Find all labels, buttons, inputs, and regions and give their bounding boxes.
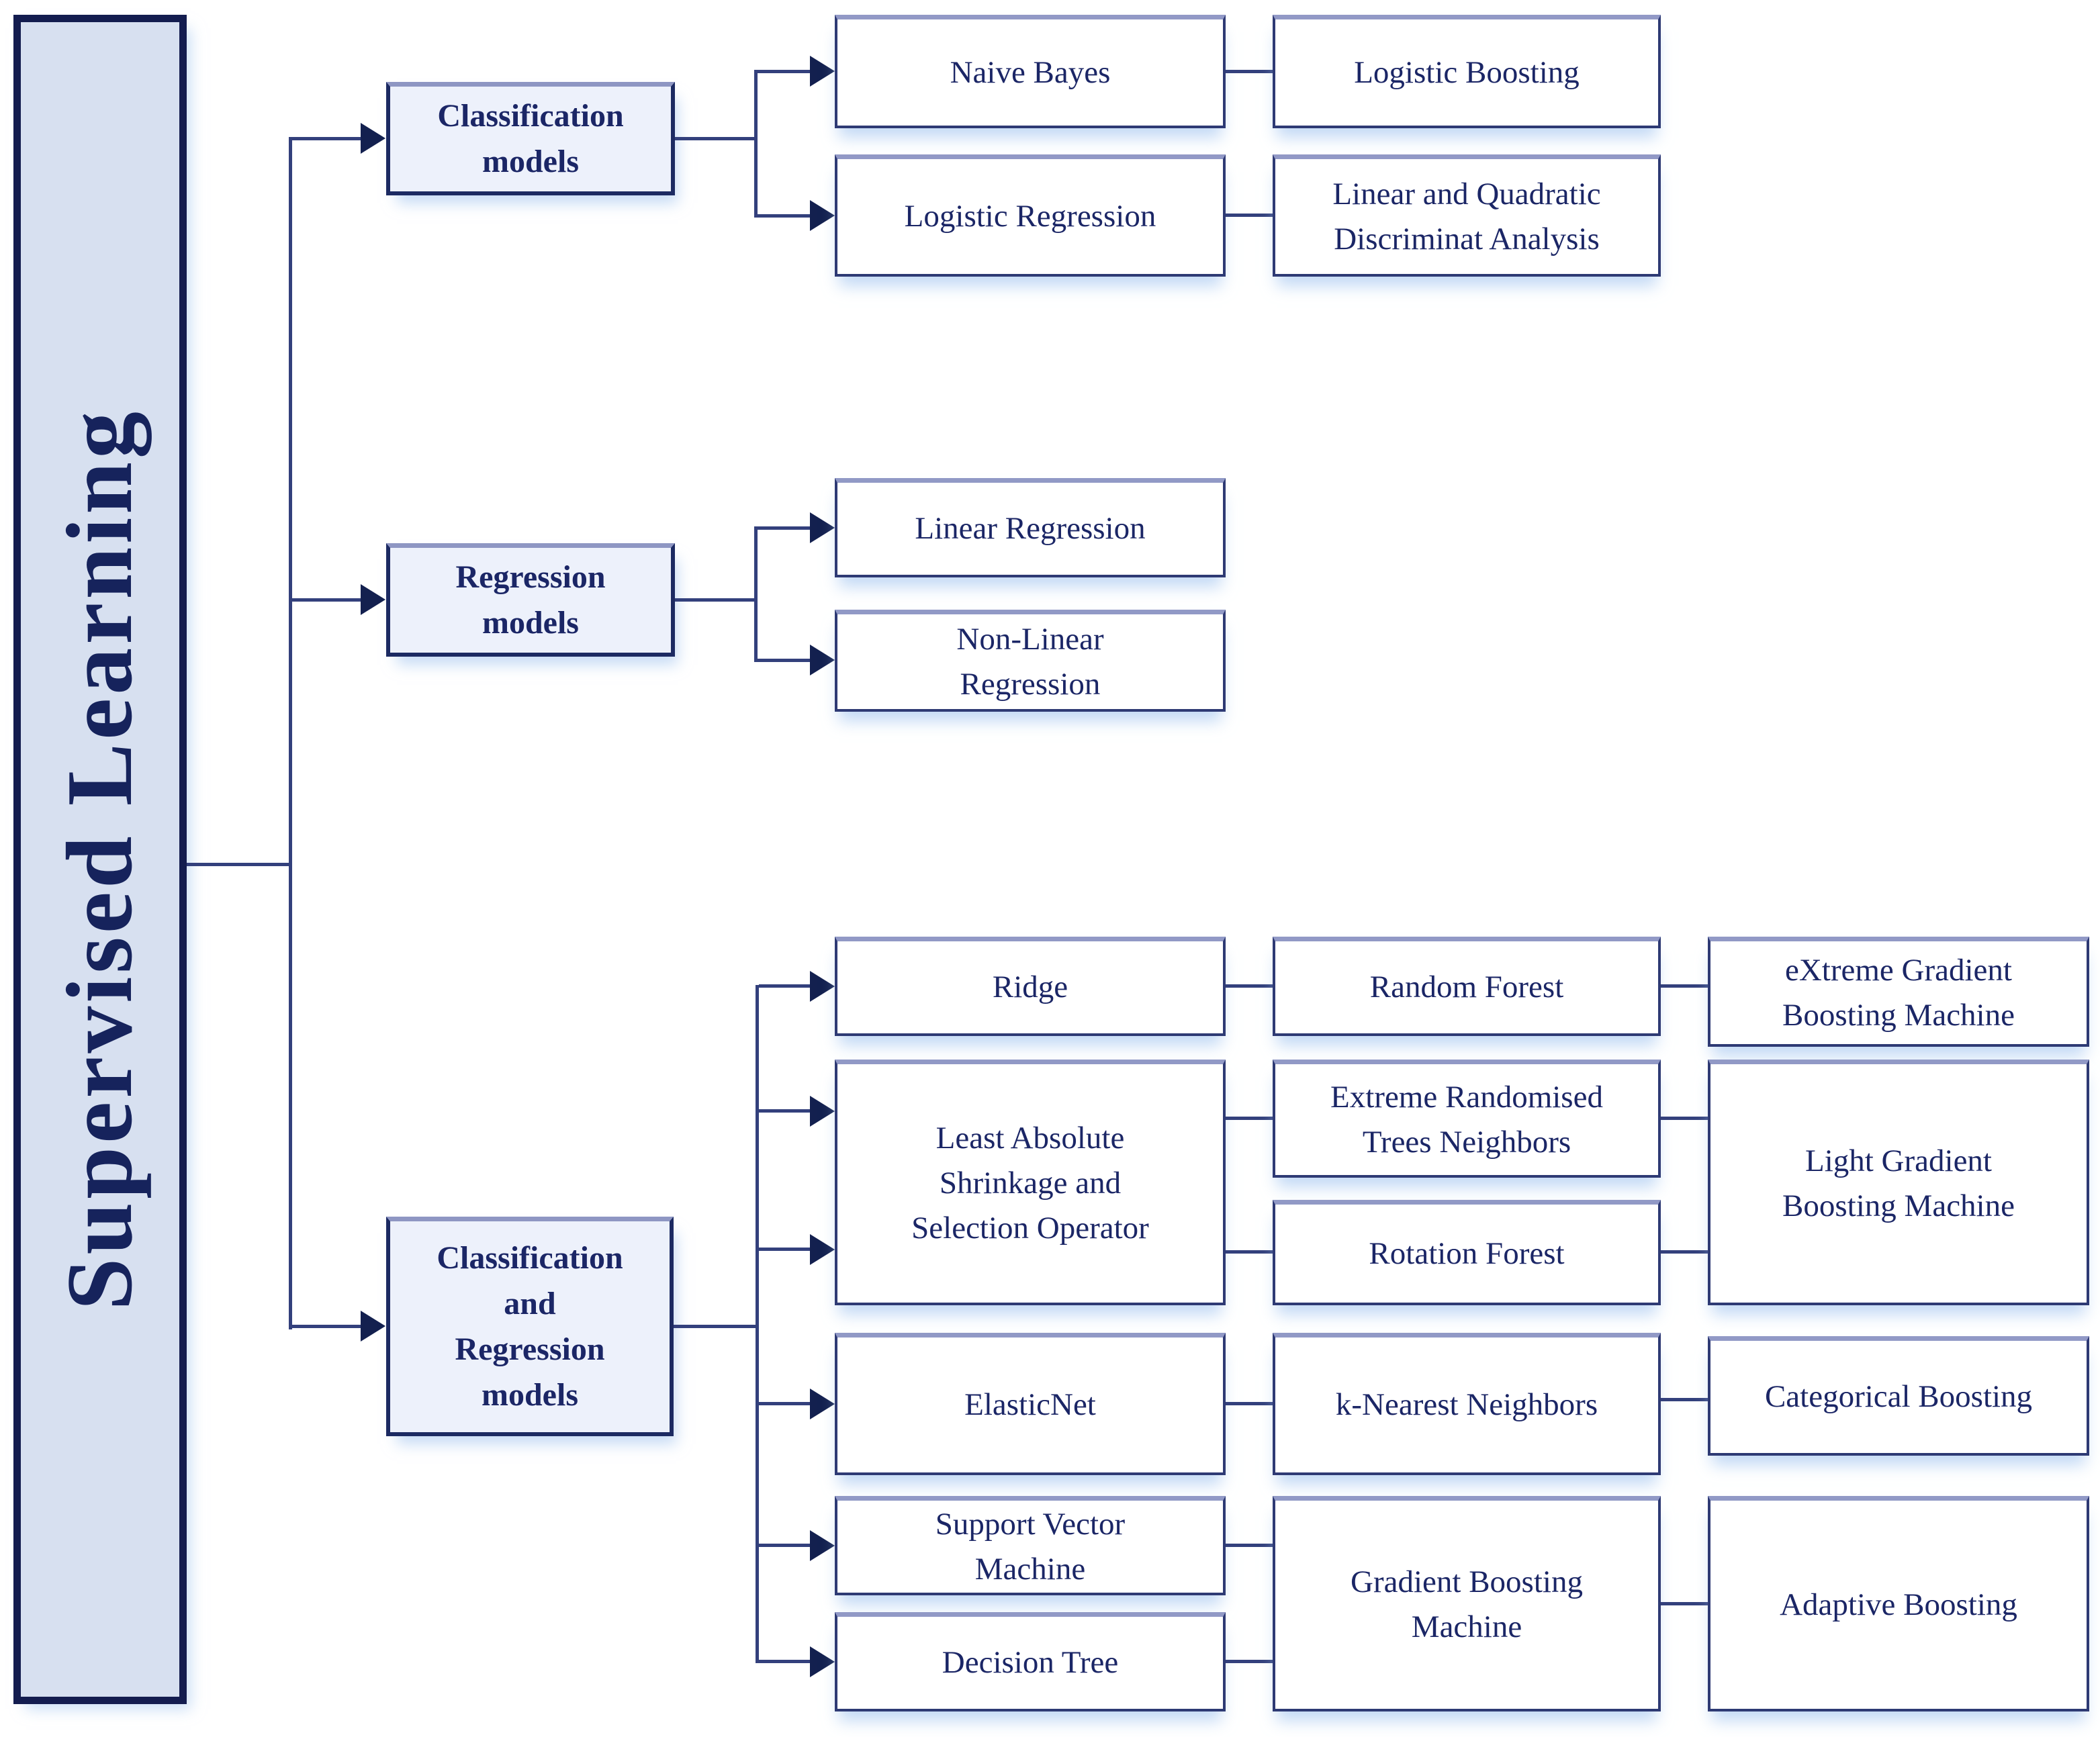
regression-models-label: Regression models (455, 559, 606, 641)
non-linear-regression-label: Non-Linear Regression (956, 621, 1104, 702)
edge-classreg-svm-arrowhead (810, 1530, 835, 1561)
node-k-nearest-neighbors: k-Nearest Neighbors (1273, 1333, 1661, 1475)
edge-classreg-decisiontree-arrowhead (810, 1646, 835, 1677)
root-label: Supervised Learning (47, 408, 152, 1311)
edge-root-classreg-line (292, 1325, 361, 1328)
node-extreme-randomised-trees-neighbors: Extreme Randomised Trees Neighbors (1273, 1060, 1661, 1178)
extreme-gradient-boosting-machine-label: eXtreme Gradient Boosting Machine (1782, 952, 2015, 1033)
node-light-gradient-boosting-machine: Light Gradient Boosting Machine (1708, 1060, 2089, 1305)
edge-classreg-decisiontree-line (759, 1660, 811, 1663)
node-elasticnet: ElasticNet (835, 1333, 1226, 1475)
support-vector-machine-label: Support Vector Machine (935, 1506, 1126, 1587)
edge-classreg-lasso-lower-arrowhead (810, 1234, 835, 1265)
node-linear-quadratic-discriminant-analysis: Linear and Quadratic Discriminat Analysi… (1273, 154, 1661, 277)
edge-root-trunk-v (289, 137, 292, 1329)
linear-quadratic-discriminant-analysis-label: Linear and Quadratic Discriminat Analysi… (1332, 176, 1601, 256)
node-classification-and-regression-models: Classification and Regression models (386, 1217, 674, 1436)
edge-classification-logreg-arrowhead (810, 200, 835, 231)
edge-svm-gbm-line (1226, 1544, 1273, 1547)
edge-regression-nonlinreg-arrowhead (810, 645, 835, 675)
edge-ridge-randomforest-line (1226, 984, 1273, 988)
decision-tree-label: Decision Tree (942, 1645, 1119, 1681)
elasticnet-label: ElasticNet (964, 1387, 1096, 1423)
light-gradient-boosting-machine-label: Light Gradient Boosting Machine (1782, 1143, 2015, 1223)
edge-classreg-lasso-lower-line (759, 1248, 811, 1251)
edge-classreg-trunk-v (756, 985, 759, 1663)
edge-classreg-lasso-upper-line (759, 1109, 811, 1113)
node-support-vector-machine: Support Vector Machine (835, 1496, 1226, 1595)
rotation-forest-label: Rotation Forest (1369, 1235, 1565, 1271)
edge-classification-trunk-v (754, 70, 758, 218)
edge-classification-trunk-h (675, 137, 758, 140)
edge-regression-linreg-arrowhead (810, 512, 835, 543)
edge-classreg-elasticnet-arrowhead (810, 1389, 835, 1419)
node-adaptive-boosting: Adaptive Boosting (1708, 1496, 2089, 1711)
classification-models-label: Classification models (437, 97, 624, 179)
edge-logreg-lqda-line (1226, 214, 1273, 217)
edge-ert-lgbm-line (1661, 1117, 1708, 1120)
edge-root-classreg-arrowhead (361, 1311, 385, 1342)
edge-regression-linreg-line (758, 526, 811, 530)
classification-and-regression-models-label: Classification and Regression models (437, 1239, 623, 1413)
edge-naivebayes-logboost-line (1226, 70, 1273, 73)
node-naive-bayes: Naive Bayes (835, 15, 1226, 128)
lasso-label: Least Absolute Shrinkage and Selection O… (911, 1121, 1149, 1246)
edge-classification-logreg-line (758, 214, 811, 218)
node-random-forest: Random Forest (1273, 937, 1661, 1036)
node-logistic-regression: Logistic Regression (835, 154, 1226, 277)
node-classification-models: Classification models (386, 82, 675, 195)
edge-elasticnet-knn-line (1226, 1402, 1273, 1405)
edge-root-classification-line (292, 137, 361, 140)
edge-root-regression-arrowhead (361, 584, 385, 615)
edge-gbm-adaboost-line (1661, 1602, 1708, 1605)
adaptive-boosting-label: Adaptive Boosting (1780, 1587, 2017, 1622)
node-non-linear-regression: Non-Linear Regression (835, 610, 1226, 712)
edge-regression-trunk-h (675, 598, 758, 602)
edge-classreg-trunk-h (674, 1325, 759, 1328)
edge-classification-naivebayes-line (758, 70, 811, 73)
edge-rotationforest-lgbm-line (1661, 1250, 1708, 1254)
node-ridge: Ridge (835, 937, 1226, 1036)
node-extreme-gradient-boosting-machine: eXtreme Gradient Boosting Machine (1708, 937, 2089, 1047)
edge-lasso-rotationforest-line (1226, 1250, 1273, 1254)
linear-regression-label: Linear Regression (915, 511, 1146, 547)
edge-classreg-ridge-arrowhead (810, 971, 835, 1002)
ridge-label: Ridge (992, 970, 1068, 1005)
edge-classreg-elasticnet-line (759, 1402, 811, 1405)
gradient-boosting-machine-label: Gradient Boosting Machine (1351, 1564, 1583, 1644)
categorical-boosting-label: Categorical Boosting (1764, 1379, 2033, 1415)
node-rotation-forest: Rotation Forest (1273, 1200, 1661, 1305)
node-gradient-boosting-machine: Gradient Boosting Machine (1273, 1496, 1661, 1711)
k-nearest-neighbors-label: k-Nearest Neighbors (1335, 1387, 1598, 1423)
edge-root-regression-line (292, 598, 361, 602)
node-supervised-learning: Supervised Learning (13, 15, 187, 1704)
edge-classification-naivebayes-arrowhead (810, 56, 835, 87)
edge-knn-catboost-line (1661, 1398, 1708, 1401)
edge-classreg-svm-line (759, 1544, 811, 1547)
edge-decisiontree-gbm-line (1226, 1660, 1273, 1663)
edge-classreg-lasso-upper-arrowhead (810, 1096, 835, 1127)
extreme-randomised-trees-neighbors-label: Extreme Randomised Trees Neighbors (1330, 1079, 1603, 1160)
naive-bayes-label: Naive Bayes (950, 54, 1111, 90)
logistic-boosting-label: Logistic Boosting (1354, 54, 1580, 90)
logistic-regression-label: Logistic Regression (904, 199, 1156, 234)
node-decision-tree: Decision Tree (835, 1612, 1226, 1711)
edge-root-trunk-h (187, 863, 292, 866)
edge-randomforest-xgbm-line (1661, 984, 1708, 988)
edge-classreg-ridge-line (759, 984, 811, 988)
node-lasso: Least Absolute Shrinkage and Selection O… (835, 1060, 1226, 1305)
random-forest-label: Random Forest (1369, 970, 1564, 1005)
node-categorical-boosting: Categorical Boosting (1708, 1336, 2089, 1456)
node-logistic-boosting: Logistic Boosting (1273, 15, 1661, 128)
node-linear-regression: Linear Regression (835, 478, 1226, 577)
edge-lasso-ert-line (1226, 1117, 1273, 1120)
node-regression-models: Regression models (386, 543, 675, 657)
edge-regression-trunk-v (754, 526, 758, 662)
edge-regression-nonlinreg-line (758, 659, 811, 662)
edge-root-classification-arrowhead (361, 123, 385, 154)
